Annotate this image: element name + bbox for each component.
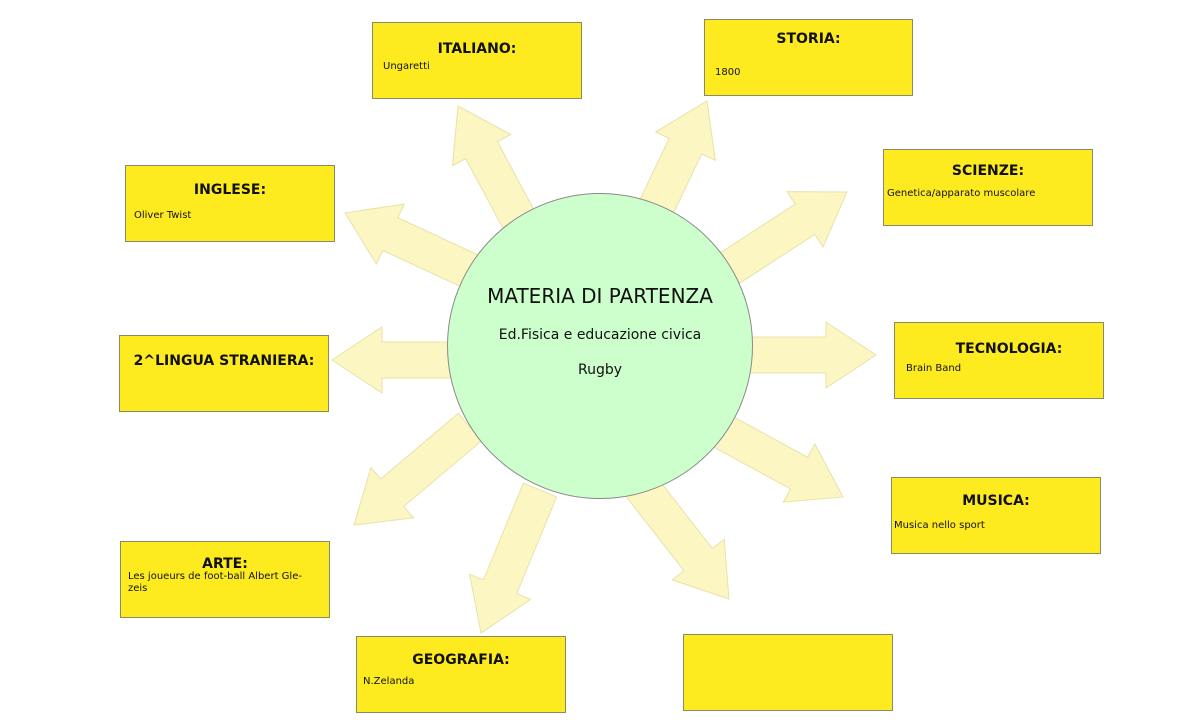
box-italiano-title: ITALIANO: (437, 41, 517, 57)
arrow-to-musica (710, 413, 844, 503)
box-arte: ARTE: Les joueurs de foot-ball Albert Gl… (120, 541, 330, 618)
arrow-to-lingua-straniera (331, 326, 453, 394)
arrow-to-inglese (344, 203, 481, 289)
box-arte-title: ARTE: (202, 556, 248, 572)
arrow-to-empty (625, 473, 730, 600)
central-topic-subject: Ed.Fisica e educazione civica (498, 327, 702, 343)
arrow-to-arte (353, 412, 483, 526)
box-geografia-title: GEOGRAFIA: (412, 652, 510, 668)
box-tecnologia: TECNOLOGIA: Brain Band (894, 322, 1104, 399)
central-topic-sport: Rugby (577, 362, 623, 378)
arrow-group (331, 100, 877, 634)
box-inglese-title: INGLESE: (193, 182, 267, 198)
box-musica-title: MUSICA: (962, 493, 1030, 509)
box-tecnologia-text: Brain Band (906, 363, 962, 374)
box-italiano: ITALIANO: Ungaretti (372, 22, 582, 99)
box-storia: STORIA: 1800 (704, 19, 913, 96)
box-scienze: SCIENZE: Genetica/apparato muscolare (883, 149, 1093, 226)
box-empty (683, 634, 893, 711)
box-geografia: GEOGRAFIA: N.Zelanda (356, 636, 566, 713)
box-storia-text: 1800 (715, 67, 741, 78)
box-musica: MUSICA: Musica nello sport (891, 477, 1101, 554)
box-tecnologia-title: TECNOLOGIA: (955, 341, 1063, 357)
box-scienze-title: SCIENZE: (951, 163, 1025, 179)
central-topic-circle: MATERIA DI PARTENZA Ed.Fisica e educazio… (447, 193, 753, 499)
box-inglese: INGLESE: Oliver Twist (125, 165, 335, 242)
box-lingua-straniera: 2^LINGUA STRANIERA: (119, 335, 329, 412)
box-musica-text: Musica nello sport (894, 520, 985, 531)
arrow-to-storia (638, 100, 716, 219)
box-arte-text: Les joueurs de foot-ball Albert Gle-zeis (128, 571, 302, 594)
arrow-to-italiano (451, 105, 537, 232)
box-scienze-text: Genetica/apparato muscolare (887, 188, 1036, 199)
box-geografia-text: N.Zelanda (363, 676, 415, 687)
box-italiano-text: Ungaretti (383, 61, 430, 72)
central-topic-title: MATERIA DI PARTENZA (487, 284, 713, 308)
arrow-to-geografia (468, 482, 558, 634)
box-lingua-straniera-title: 2^LINGUA STRANIERA: (133, 353, 315, 369)
box-storia-title: STORIA: (776, 31, 841, 47)
box-inglese-text: Oliver Twist (134, 210, 192, 221)
arrow-to-scienze (719, 191, 848, 284)
arrow-to-tecnologia (747, 321, 877, 389)
